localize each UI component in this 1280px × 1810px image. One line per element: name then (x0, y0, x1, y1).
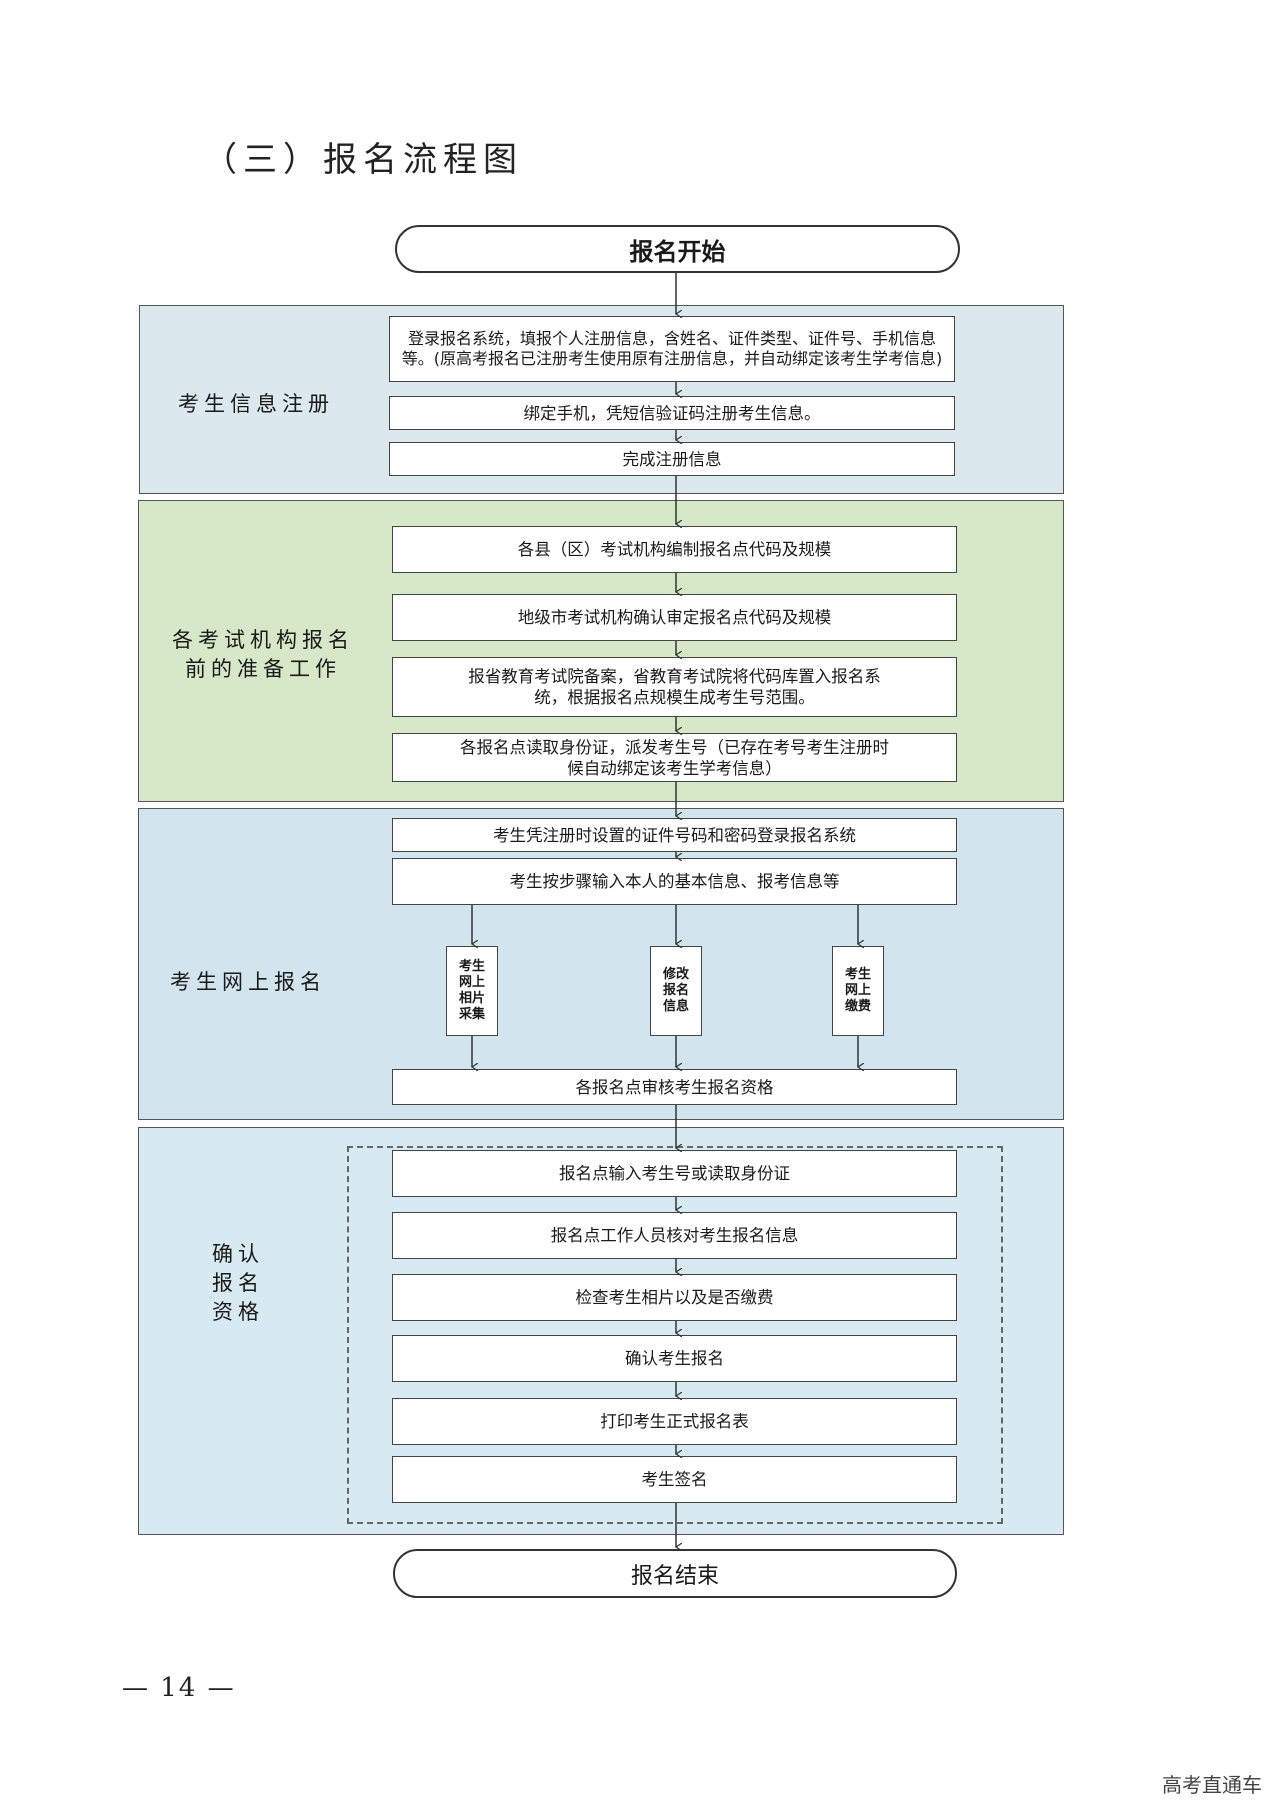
section-label-confirm: 确认 报名 资格 (212, 1240, 264, 1327)
step-review-eligibility: 各报名点审核考生报名资格 (392, 1069, 957, 1105)
start-terminal: 报名开始 (395, 225, 960, 273)
step-login-register: 登录报名系统，填报个人注册信息，含姓名、证件类型、证件号、手机信息等。(原高考报… (389, 316, 955, 382)
step-print-form: 打印考生正式报名表 (392, 1398, 957, 1445)
branch-photo: 考生网上相片采集 (446, 946, 498, 1036)
section-label-confirm-line3: 资格 (212, 1300, 264, 1324)
watermark: 高考直通车 (1162, 1773, 1262, 1797)
page-number: — 14 — (122, 1673, 236, 1703)
branch-payment: 考生网上缴费 (832, 946, 884, 1036)
section-label-preparation-line1: 各考试机构报名 (172, 628, 354, 652)
page-title: （三）报名流程图 (203, 140, 523, 180)
section-label-preparation: 各考试机构报名 前的准备工作 (172, 626, 354, 684)
step-verify-info: 报名点工作人员核对考生报名信息 (392, 1212, 957, 1259)
step-input-number: 报名点输入考生号或读取身份证 (392, 1150, 957, 1197)
step-login-system: 考生凭注册时设置的证件号码和密码登录报名系统 (392, 818, 957, 852)
step-sign: 考生签名 (392, 1456, 957, 1503)
section-label-preparation-line2: 前的准备工作 (185, 657, 341, 681)
section-label-online: 考生网上报名 (170, 970, 326, 994)
section-label-registration: 考生信息注册 (178, 392, 334, 416)
step-assign-number: 各报名点读取身份证，派发考生号（已存在考号考生注册时候自动绑定该考生学考信息） (392, 733, 957, 782)
step-confirm-registration: 确认考生报名 (392, 1335, 957, 1382)
step-province-record: 报省教育考试院备案，省教育考试院将代码库置入报名系统，根据报名点规模生成考生号范… (392, 657, 957, 717)
step-complete-registration: 完成注册信息 (389, 442, 955, 476)
section-label-confirm-line1: 确认 (212, 1242, 264, 1266)
section-label-confirm-line2: 报名 (212, 1271, 264, 1295)
step-check-photo-payment: 检查考生相片以及是否缴费 (392, 1274, 957, 1321)
step-bind-phone: 绑定手机，凭短信验证码注册考生信息。 (389, 396, 955, 430)
step-city-approve: 地级市考试机构确认审定报名点代码及规模 (392, 594, 957, 641)
step-input-info: 考生按步骤输入本人的基本信息、报考信息等 (392, 858, 957, 905)
branch-modify: 修改报名信息 (650, 946, 702, 1036)
step-county-codes: 各县（区）考试机构编制报名点代码及规模 (392, 526, 957, 573)
